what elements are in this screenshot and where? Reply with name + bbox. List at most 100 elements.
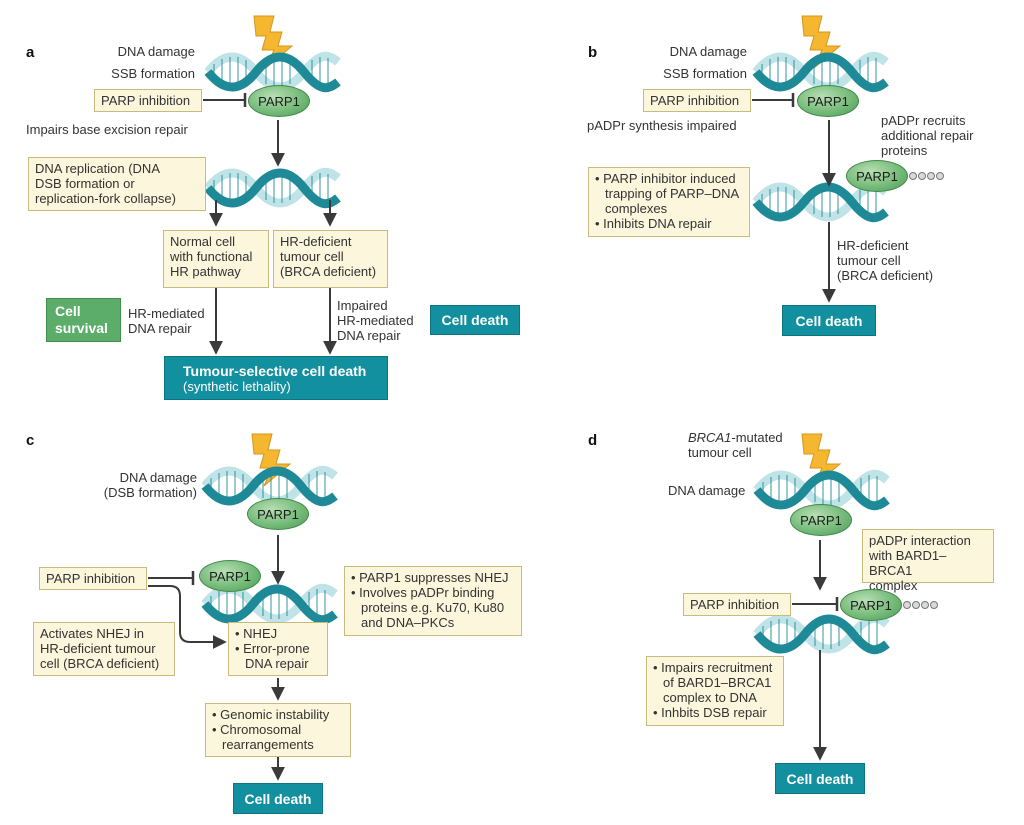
panel-d-label: d bbox=[588, 432, 598, 449]
padpr-bead bbox=[918, 172, 926, 180]
brca1-gene-name: BRCA1 bbox=[688, 430, 732, 445]
impaired-hr-line-1: Impaired bbox=[337, 298, 388, 313]
panel-b-parp-inhibition-box: PARP inhibition bbox=[643, 89, 751, 112]
panel-a-parp-inhibition-box: PARP inhibition bbox=[94, 89, 202, 112]
brca1-line-2: tumour cell bbox=[688, 445, 752, 460]
panel-d-parp1-top-enzyme: PARP1 bbox=[790, 504, 852, 536]
replication-line-3: replication-fork collapse) bbox=[35, 191, 176, 206]
b-hr-deficient-line-3: (BRCA deficient) bbox=[837, 268, 934, 283]
replication-line-1: DNA replication (DNA bbox=[35, 161, 160, 176]
panel-b-trapping-box: PARP inhibitor induced trapping of PARP–… bbox=[588, 167, 750, 237]
activates-line-2: HR-deficient tumour bbox=[40, 641, 156, 656]
padpr-bead bbox=[930, 601, 938, 609]
panel-a-dna-helix-top-icon bbox=[208, 56, 338, 87]
panel-c-parp1-top-enzyme: PARP1 bbox=[247, 498, 309, 530]
panel-c-cell-death-box: Cell death bbox=[233, 783, 323, 814]
hr-deficient-line-1: HR-deficient bbox=[280, 234, 352, 249]
trapping-bullet-2: Inhibits DNA repair bbox=[595, 216, 743, 231]
padpr-bead bbox=[912, 601, 920, 609]
panel-a-cell-survival-box: Cell survival bbox=[46, 298, 121, 342]
padpr-bead bbox=[921, 601, 929, 609]
panel-b-dna-helix-top-icon bbox=[756, 56, 886, 87]
impaired-hr-line-2: HR-mediated bbox=[337, 313, 414, 328]
panel-d-dna-helix-mid-icon bbox=[757, 618, 887, 649]
panel-b-padpr-chain bbox=[909, 172, 944, 180]
panel-d-impairs-box: Impairs recruitment of BARD1–BRCA1 compl… bbox=[646, 656, 784, 726]
panel-b-parp1-enzyme: PARP1 bbox=[797, 85, 859, 117]
panel-b-ssb-formation: SSB formation bbox=[663, 66, 747, 81]
panel-a-ssb-formation: SSB formation bbox=[111, 66, 195, 81]
panel-d-interaction-box: pADPr interaction with BARD1–BRCA1 compl… bbox=[862, 529, 994, 593]
genomic-bullet-1: Genomic instability bbox=[212, 707, 344, 722]
padpr-bead bbox=[927, 172, 935, 180]
panel-b-cell-death-box: Cell death bbox=[782, 305, 876, 336]
panel-a-label: a bbox=[26, 44, 35, 61]
panel-a-normal-cell-box: Normal cell with functional HR pathway bbox=[163, 230, 269, 288]
panel-a-hr-deficient-box: HR-deficient tumour cell (BRCA deficient… bbox=[273, 230, 388, 288]
activates-line-1: Activates NHEJ in bbox=[40, 626, 145, 641]
panel-b-parp1-trapped-enzyme: PARP1 bbox=[846, 160, 908, 192]
panel-d-cell-death-box: Cell death bbox=[775, 763, 865, 794]
panel-c-activates-box: Activates NHEJ in HR-deficient tumour ce… bbox=[33, 622, 175, 676]
impaired-hr-line-3: DNA repair bbox=[337, 328, 401, 343]
suppress-bullet-1: PARP1 suppresses NHEJ bbox=[351, 570, 515, 585]
brca1-line-1: BRCA1-mutated bbox=[688, 430, 783, 445]
panel-c-parp1-inhibited-enzyme: PARP1 bbox=[199, 560, 261, 592]
impairs-bullet-1: Impairs recruitment of BARD1–BRCA1 compl… bbox=[653, 660, 777, 705]
panel-d-dna-damage: DNA damage bbox=[668, 483, 746, 498]
panel-a-tumour-selective-box: Tumour-selective cell death (synthetic l… bbox=[164, 356, 388, 400]
padpr-recruits-line-1: pADPr recruits bbox=[881, 113, 966, 128]
panel-c-genomic-box: Genomic instability Chromosomal rearrang… bbox=[205, 703, 351, 757]
panel-d-padpr-chain bbox=[903, 601, 938, 609]
tumour-selective-title: Tumour-selective cell death bbox=[183, 362, 367, 379]
b-hr-deficient-line-2: tumour cell bbox=[837, 253, 901, 268]
brca1-mutated-suffix: -mutated bbox=[731, 430, 783, 445]
panel-a-hr-repair: HR-mediated DNA repair bbox=[128, 306, 205, 336]
synthetic-lethality-subtitle: (synthetic lethality) bbox=[183, 378, 291, 394]
interaction-line-1: pADPr interaction bbox=[869, 533, 971, 548]
panel-a-dna-damage: DNA damage bbox=[117, 44, 195, 59]
interaction-line-2: with BARD1–BRCA1 bbox=[869, 548, 947, 578]
impairs-bullet-2: Inhbits DSB repair bbox=[653, 705, 777, 720]
panel-b-label: b bbox=[588, 44, 598, 61]
panel-c-nhej-box: NHEJ Error-prone DNA repair bbox=[228, 622, 328, 676]
trapping-bullet-1: PARP inhibitor induced trapping of PARP–… bbox=[595, 171, 743, 216]
padpr-bead bbox=[903, 601, 911, 609]
replication-line-2: DSB formation or bbox=[35, 176, 135, 191]
padpr-recruits-line-3: proteins bbox=[881, 143, 928, 158]
hr-repair-line-2: DNA repair bbox=[128, 321, 192, 336]
panel-c-activation-path bbox=[148, 585, 227, 649]
normal-cell-line-3: HR pathway bbox=[170, 264, 241, 279]
panel-b-hr-deficient: HR-deficient tumour cell (BRCA deficient… bbox=[837, 238, 933, 283]
panel-a-impaired-hr: Impaired HR-mediated DNA repair bbox=[337, 298, 414, 343]
panel-a-dna-helix-mid-icon bbox=[208, 172, 338, 203]
nhej-bullet-1: NHEJ bbox=[235, 626, 321, 641]
panel-d-brca1-mutated: BRCA1-mutated tumour cell bbox=[688, 430, 783, 460]
panel-a-cell-death-box: Cell death bbox=[430, 305, 520, 335]
panel-d-parp-inhibition-box: PARP inhibition bbox=[683, 593, 791, 616]
panel-b-padpr-impaired: pADPr synthesis impaired bbox=[587, 118, 737, 133]
panel-a-parp1-enzyme: PARP1 bbox=[248, 85, 310, 117]
cell-survival-line-2: survival bbox=[55, 320, 108, 336]
cell-survival-line-1: Cell bbox=[55, 303, 81, 319]
panel-b-padpr-recruits: pADPr recruits additional repair protein… bbox=[881, 113, 974, 158]
panel-b-dna-damage: DNA damage bbox=[669, 44, 747, 59]
activates-line-3: cell (BRCA deficient) bbox=[40, 656, 160, 671]
genomic-bullet-2: Chromosomal rearrangements bbox=[212, 722, 344, 752]
panel-a-replication-box: DNA replication (DNA DSB formation or re… bbox=[28, 157, 206, 211]
nhej-bullet-2: Error-prone DNA repair bbox=[235, 641, 321, 671]
padpr-bead bbox=[936, 172, 944, 180]
padpr-recruits-line-2: additional repair bbox=[881, 128, 974, 143]
panel-c-dna-damage: DNA damage (DSB formation) bbox=[60, 470, 197, 500]
panel-c-parp-inhibition-box: PARP inhibition bbox=[39, 567, 147, 590]
panel-c-suppress-box: PARP1 suppresses NHEJ Involves pADPr bin… bbox=[344, 566, 522, 636]
hr-repair-line-1: HR-mediated bbox=[128, 306, 205, 321]
b-hr-deficient-line-1: HR-deficient bbox=[837, 238, 909, 253]
normal-cell-line-1: Normal cell bbox=[170, 234, 236, 249]
panel-d-dna-helix-top-icon bbox=[757, 474, 887, 505]
padpr-bead bbox=[909, 172, 917, 180]
normal-cell-line-2: with functional bbox=[170, 249, 253, 264]
c-dna-damage-line-1: DNA damage bbox=[119, 470, 197, 485]
